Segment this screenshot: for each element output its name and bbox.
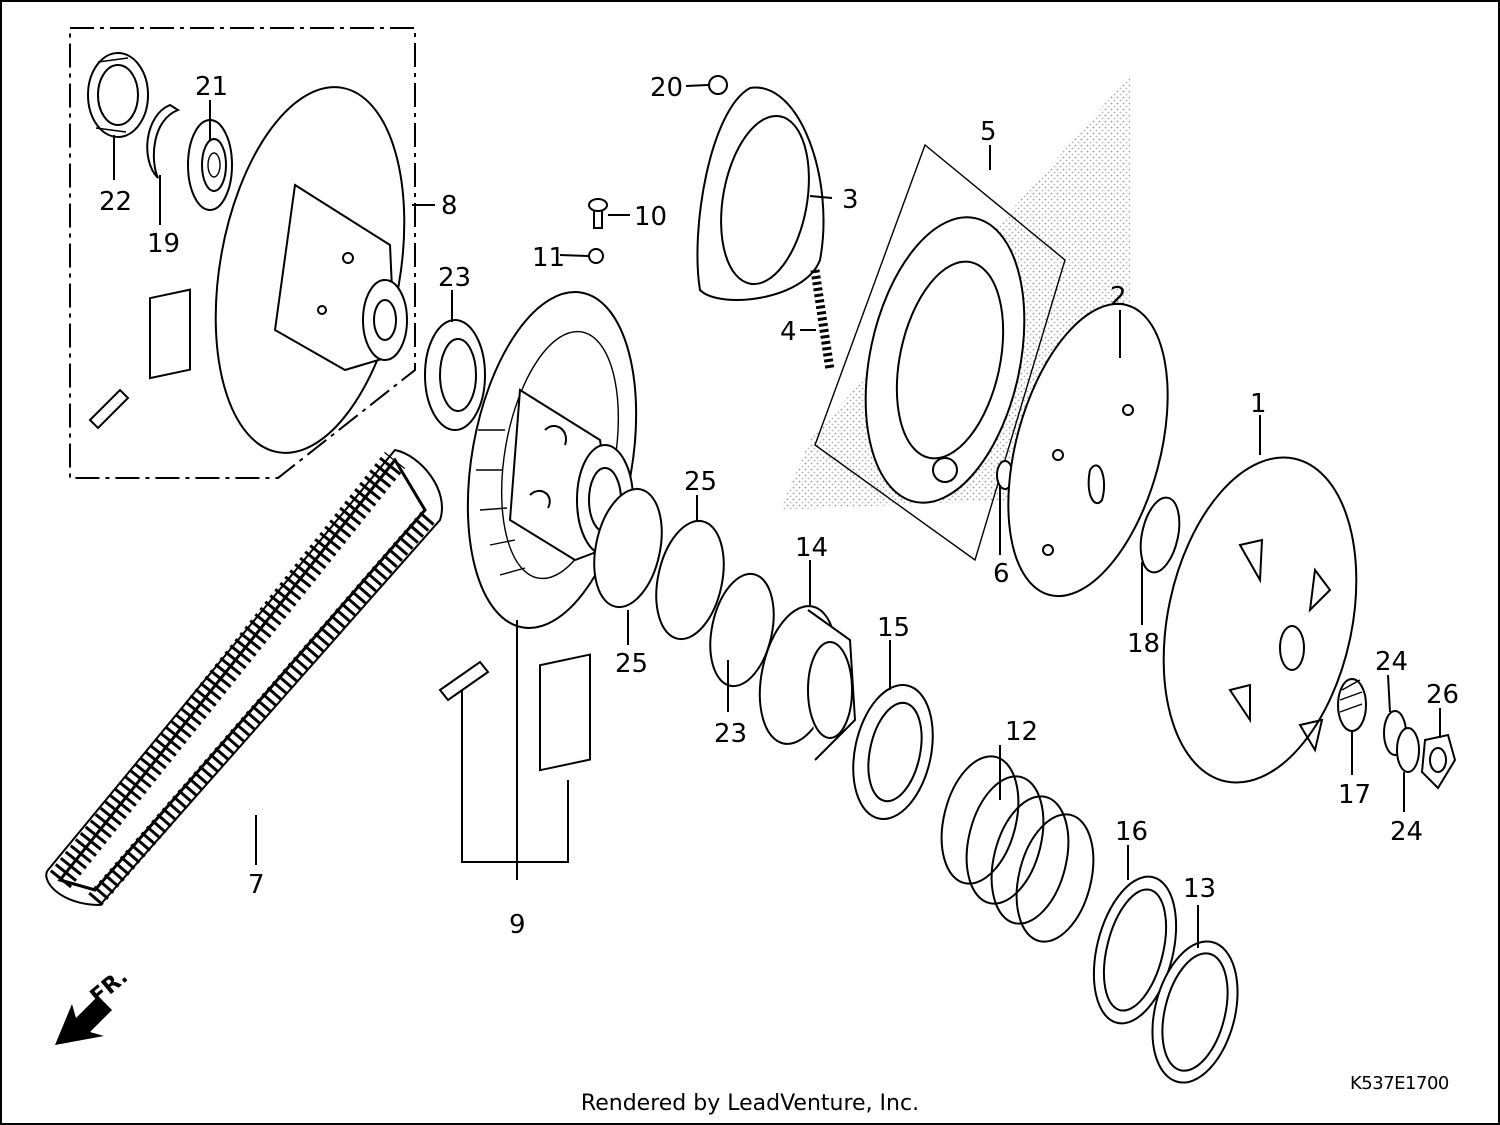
part-label-25a[interactable]: 25 [684, 467, 717, 497]
o-ring-25b [655, 519, 725, 641]
part-label-12[interactable]: 12 [1005, 717, 1038, 747]
washer-13 [1151, 940, 1239, 1084]
part-label-23b[interactable]: 23 [714, 719, 747, 749]
front-arrow-icon: FR. [55, 964, 133, 1045]
nut-26 [1420, 733, 1457, 790]
part-label-19[interactable]: 19 [147, 229, 180, 259]
part-label-11[interactable]: 11 [532, 243, 565, 273]
part-label-4[interactable]: 4 [780, 317, 797, 347]
render-credit: Rendered by LeadVenture, Inc. [580, 1091, 920, 1116]
part-label-3[interactable]: 3 [842, 185, 859, 215]
nut-18 [1139, 496, 1181, 574]
clutch-outer-1 [1162, 456, 1358, 784]
oil-seal-23 [424, 319, 486, 431]
part-label-14[interactable]: 14 [795, 533, 828, 563]
clutch-weight-assembly-5 [814, 143, 1066, 562]
driven-face-8 [214, 86, 408, 454]
part-label-26[interactable]: 26 [1426, 680, 1459, 710]
guide-pin [438, 660, 490, 702]
part-label-23a[interactable]: 23 [438, 263, 471, 293]
part-label-24b[interactable]: 24 [1390, 817, 1423, 847]
o-ring-24b [1396, 727, 1420, 773]
seal-collar-14 [758, 605, 857, 761]
leader-lines [113, 84, 1441, 948]
bolt-10 [588, 198, 608, 229]
collar-17 [1337, 678, 1367, 732]
part-label-6[interactable]: 6 [993, 559, 1010, 589]
nut-11 [588, 248, 604, 264]
spring-4 [810, 269, 835, 371]
part-label-15[interactable]: 15 [877, 613, 910, 643]
part-labels: 1 2 3 4 5 6 7 8 9 10 11 12 13 14 15 16 1… [99, 72, 1459, 940]
part-label-1[interactable]: 1 [1250, 389, 1267, 419]
part-label-10[interactable]: 10 [634, 202, 667, 232]
driven-spring-12 [940, 755, 1095, 943]
drive-belt-7 [45, 448, 443, 907]
needle-bearing-22 [87, 52, 149, 138]
part-label-7[interactable]: 7 [248, 870, 265, 900]
assembly-8-box [69, 27, 416, 479]
spring-seat-15 [852, 684, 934, 820]
part-label-20[interactable]: 20 [650, 73, 683, 103]
group-bracket-9 [461, 620, 569, 880]
part-label-13[interactable]: 13 [1183, 874, 1216, 904]
pin-and-label [88, 288, 191, 430]
o-ring-25a [593, 487, 663, 609]
caution-label [539, 653, 591, 772]
part-label-16[interactable]: 16 [1115, 817, 1148, 847]
oil-seal-23b [709, 572, 775, 688]
part-label-25b[interactable]: 25 [615, 649, 648, 679]
washer-16 [1092, 875, 1178, 1025]
part-label-2[interactable]: 2 [1110, 282, 1127, 312]
part-label-9[interactable]: 9 [509, 910, 526, 940]
part-label-21[interactable]: 21 [195, 72, 228, 102]
drive-plate-2 [1007, 302, 1169, 598]
plate-3 [696, 86, 825, 301]
circlip-19 [146, 103, 181, 179]
part-label-18[interactable]: 18 [1127, 629, 1160, 659]
part-label-17[interactable]: 17 [1338, 780, 1371, 810]
nut-20 [708, 75, 728, 95]
part-label-24a[interactable]: 24 [1375, 647, 1408, 677]
diagram-code: K537E1700 [1350, 1073, 1449, 1094]
part-label-22[interactable]: 22 [99, 187, 132, 217]
movable-driven-face-9 [466, 291, 638, 629]
part-label-5[interactable]: 5 [980, 117, 997, 147]
part-label-8[interactable]: 8 [441, 191, 458, 221]
